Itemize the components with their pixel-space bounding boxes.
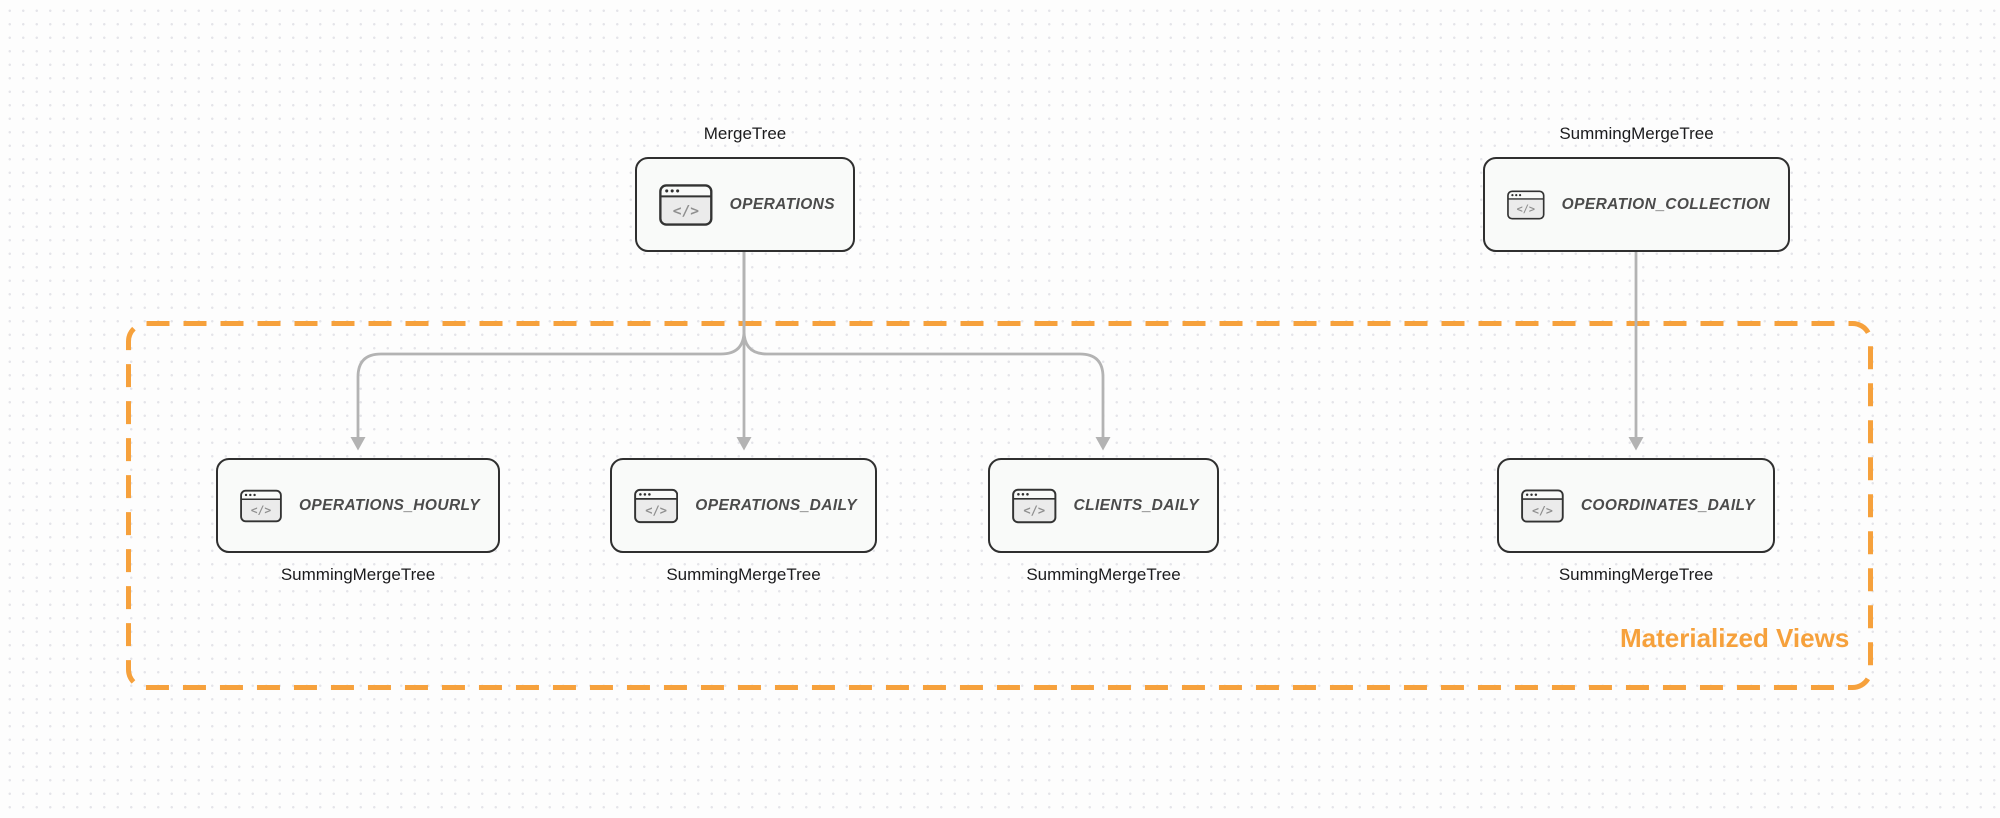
node-operations: MergeTree </> OPERATIONS xyxy=(635,123,855,252)
node-title: OPERATION_COLLECTION xyxy=(1561,195,1770,213)
node-box-operations-hourly[interactable]: </> OPERATIONS_HOURLY xyxy=(216,458,500,553)
arrowhead xyxy=(736,437,752,451)
node-box-operations-daily[interactable]: </> OPERATIONS_DAILY xyxy=(610,458,877,553)
engine-label: SummingMergeTree xyxy=(1558,565,1714,584)
node-title: CLIENTS_DAILY xyxy=(1073,496,1199,514)
node-box-coordinates-daily[interactable]: </> COORDINATES_DAILY xyxy=(1497,458,1775,553)
node-box-operations[interactable]: </> OPERATIONS xyxy=(635,157,855,252)
edge-operations-to-operations-hourly[interactable] xyxy=(350,252,746,451)
engine-label: SummingMergeTree xyxy=(280,565,436,584)
code-glyph: </> xyxy=(673,202,700,219)
node-title: OPERATIONS_DAILY xyxy=(695,496,857,514)
node-title: OPERATIONS_HOURLY xyxy=(298,496,480,514)
node-title: COORDINATES_DAILY xyxy=(1580,496,1755,514)
arrowhead xyxy=(350,437,366,451)
node-clients-daily: </> CLIENTS_DAILY SummingMergeTree xyxy=(988,458,1219,586)
node-operations-daily: </> OPERATIONS_DAILY SummingMergeTree xyxy=(610,458,877,586)
code-window-icon: </> xyxy=(634,488,679,523)
node-operation-collection: SummingMergeTree </> OPERATION_COLLECTIO… xyxy=(1483,123,1790,252)
code-window-icon: </> xyxy=(659,183,713,226)
materialized-views-group-label: Materialized Views xyxy=(1620,623,1850,653)
engine-label: SummingMergeTree xyxy=(666,565,821,584)
engine-label: SummingMergeTree xyxy=(1026,565,1181,584)
code-glyph: </> xyxy=(1517,204,1535,215)
code-window-icon: </> xyxy=(240,489,282,522)
node-title: OPERATIONS xyxy=(729,195,835,213)
arrowhead xyxy=(1628,437,1644,451)
edge-operation-collection-to-coordinates-daily[interactable] xyxy=(1628,252,1644,451)
node-coordinates-daily: </> COORDINATES_DAILY SummingMergeTree xyxy=(1497,458,1775,586)
arrowhead xyxy=(1095,437,1111,451)
node-box-operation-collection[interactable]: </> OPERATION_COLLECTION xyxy=(1483,157,1790,252)
engine-label: SummingMergeTree xyxy=(1559,124,1714,143)
node-operations-hourly: </> OPERATIONS_HOURLY SummingMergeTree xyxy=(216,458,500,586)
engine-label: MergeTree xyxy=(703,124,787,143)
code-window-icon: </> xyxy=(1521,488,1564,523)
code-glyph: </> xyxy=(1023,503,1045,517)
code-glyph: </> xyxy=(645,503,667,517)
code-glyph: </> xyxy=(251,503,272,517)
code-glyph: </> xyxy=(1532,503,1553,517)
code-window-icon: </> xyxy=(1012,488,1057,523)
edge-operations-to-operations-daily[interactable] xyxy=(736,252,752,451)
edge-operations-to-clients-daily[interactable] xyxy=(742,252,1111,451)
code-window-icon: </> xyxy=(1507,189,1545,220)
node-box-clients-daily[interactable]: </> CLIENTS_DAILY xyxy=(988,458,1219,553)
